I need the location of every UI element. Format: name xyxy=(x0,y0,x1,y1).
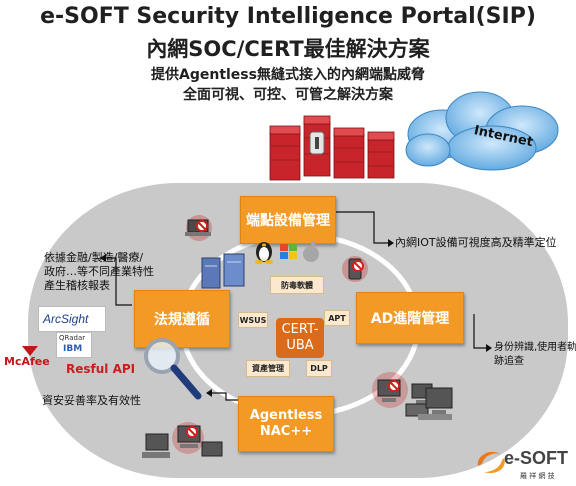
page-title-chinese: 內網SOC/CERT最佳解決方案 xyxy=(146,37,430,61)
blocked-phone-icon xyxy=(342,256,368,282)
esoft-chinese-name: 羅 祥 網 技 xyxy=(520,472,555,480)
qradar-label: QRadar xyxy=(59,334,86,342)
esoft-brand-name: e-SOFT xyxy=(504,448,569,468)
module-dlp: DLP xyxy=(306,360,332,377)
ibm-label: IBM xyxy=(63,344,83,354)
note-identity-line-2: 跡追查 xyxy=(494,356,524,367)
internet-cloud-icon: Internet xyxy=(405,91,559,171)
note-compliance-line-1: 依據金融/製造/醫療/ xyxy=(44,251,144,264)
page-title: e-SOFT Security Intelligence Portal(SIP) xyxy=(40,4,536,29)
module-antivirus: 防毒軟體 xyxy=(270,276,324,294)
mcafee-logo: McAfee xyxy=(4,346,56,368)
arcsight-label: ArcSight xyxy=(43,312,89,326)
module-asset-management: 資產管理 xyxy=(246,360,290,377)
center-line-1: CERT- xyxy=(281,322,319,337)
note-iot-visibility: 內網IOT設備可視度高及精準定位 xyxy=(395,236,557,249)
apple-icon xyxy=(303,241,319,262)
arcsight-logo: ArcSight xyxy=(38,306,106,332)
firewall-icon xyxy=(269,115,395,181)
workstation-group-left-icon xyxy=(142,422,223,458)
blocked-laptop-icon xyxy=(185,215,212,241)
mcafee-label: McAfee xyxy=(4,355,50,368)
subtitle-line-2: 全面可視、可控、可管之解決方案 xyxy=(183,87,393,103)
node-ad-management: AD進階管理 xyxy=(356,292,464,344)
nac-line-2: NAC++ xyxy=(259,424,313,439)
center-cert-uba: CERT- UBA xyxy=(276,318,324,358)
server-icon xyxy=(201,253,245,289)
nac-line-1: Agentless xyxy=(249,408,323,423)
workstation-group-right-icon xyxy=(372,372,433,417)
subtitle-line-1: 提供Agentless無縫式接入的內網端點威脅 xyxy=(151,67,425,83)
esoft-swirl-icon xyxy=(477,451,505,474)
note-compliance-line-2: 政府…等不同產業特性 xyxy=(44,265,154,278)
note-identity-line-1: 身份辨識,使用者軌 xyxy=(494,342,576,353)
windows-icon xyxy=(280,244,297,259)
esoft-logo: e-SOFT 羅 祥 網 技 xyxy=(474,446,574,484)
os-icons xyxy=(255,241,319,264)
workstation-icon xyxy=(418,387,453,420)
qradar-logo: QRadar IBM xyxy=(56,332,92,358)
magnifier-icon xyxy=(144,338,202,400)
linux-icon xyxy=(255,242,273,264)
mcafee-shield-icon xyxy=(22,346,38,356)
node-endpoint-management: 端點設備管理 xyxy=(240,196,336,244)
module-wsus: WSUS xyxy=(238,312,268,328)
node-agentless-nac: Agentless NAC++ xyxy=(238,396,334,452)
module-apt: APT xyxy=(324,310,350,326)
note-compliance-line-3: 產生稽核報表 xyxy=(44,279,110,292)
restful-api-label: Resful API xyxy=(66,362,136,376)
node-compliance: 法規遵循 xyxy=(134,290,230,348)
note-security-effectiveness: 資安妥善率及有效性 xyxy=(42,394,141,407)
center-line-2: UBA xyxy=(286,338,314,353)
